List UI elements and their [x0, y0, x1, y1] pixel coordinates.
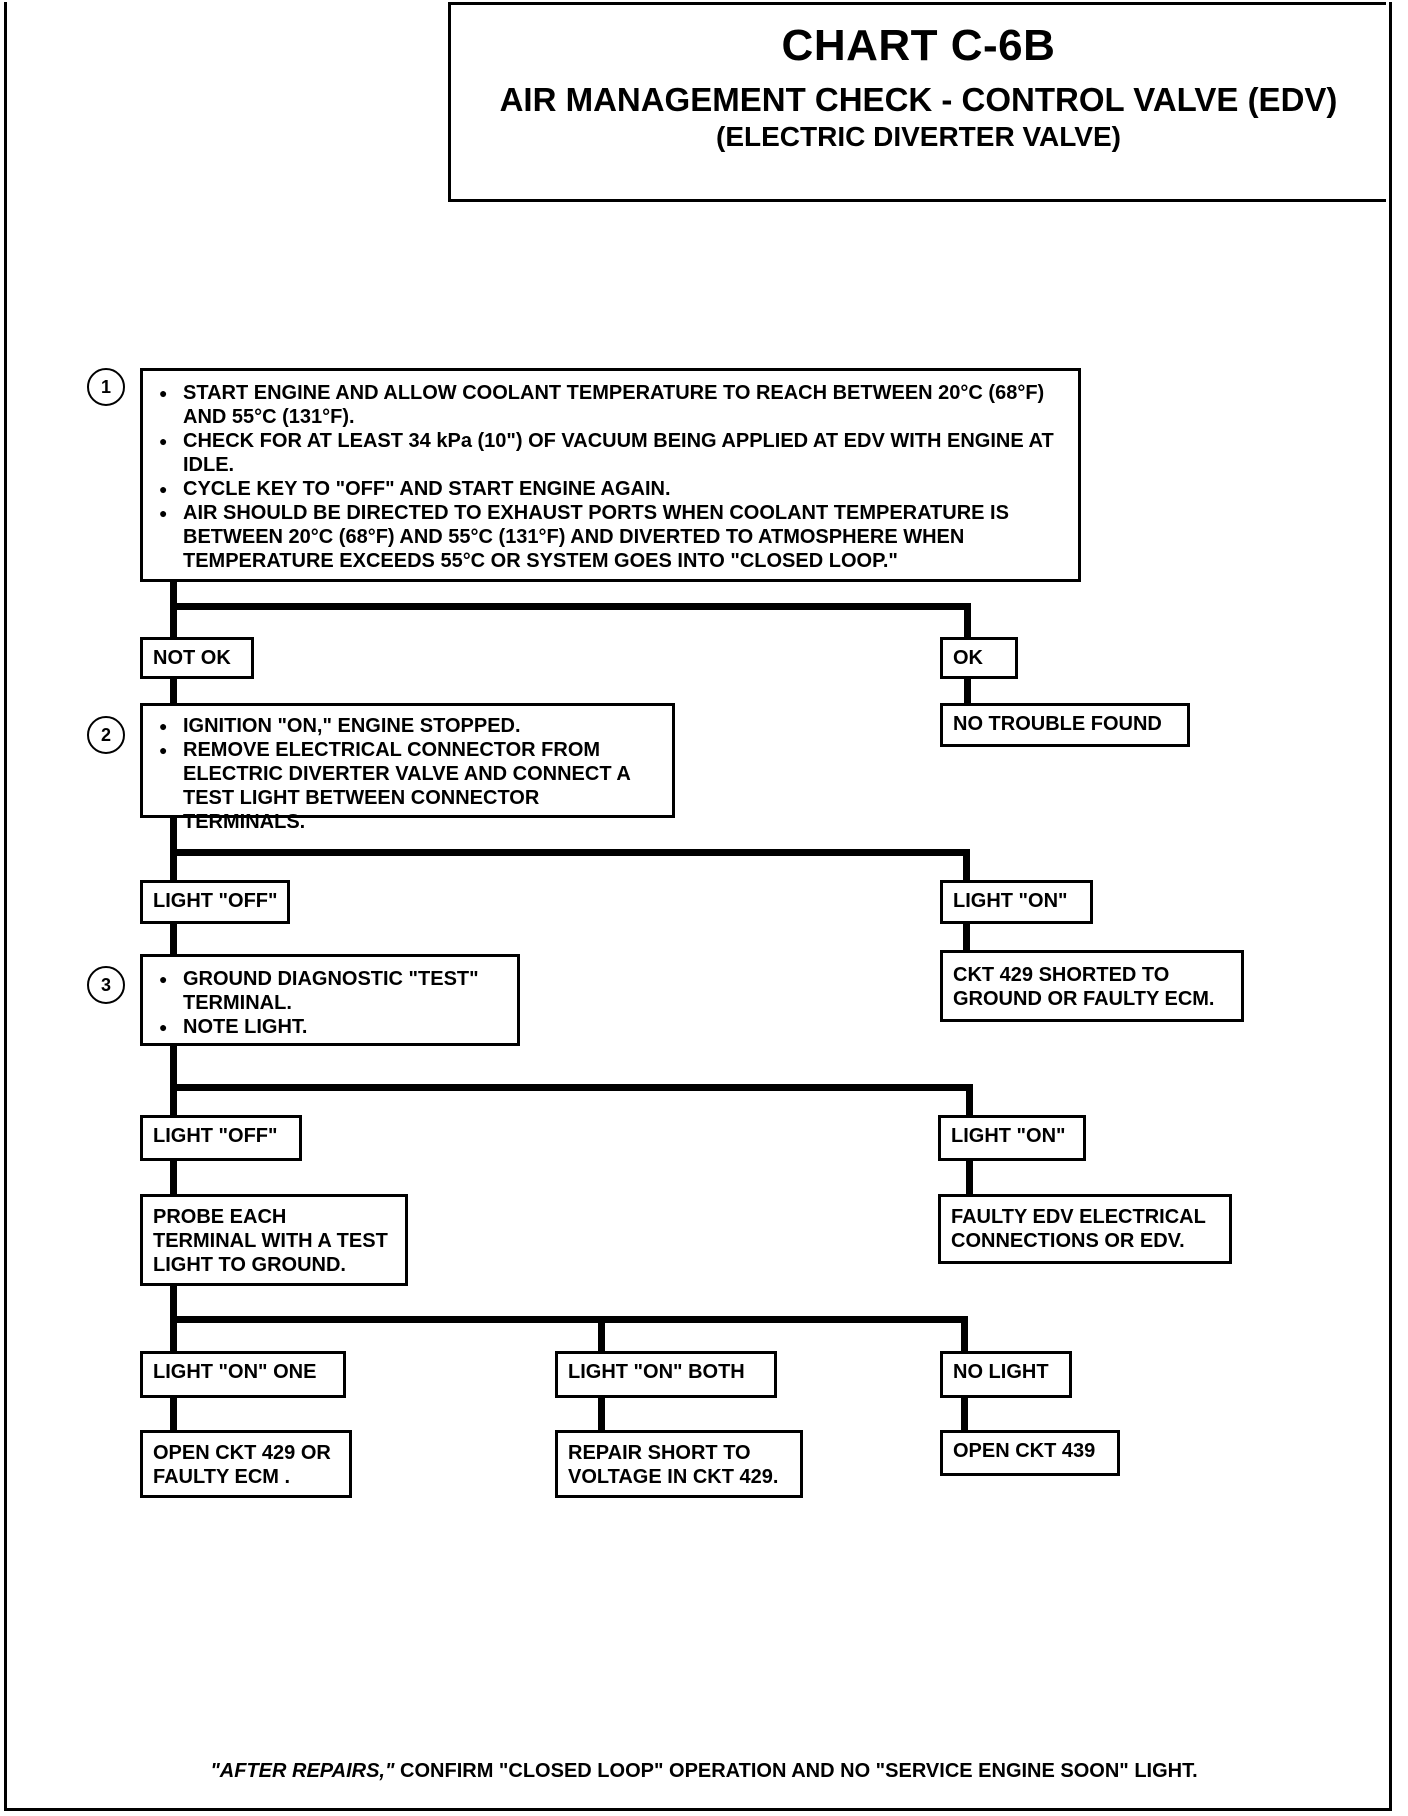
connector — [170, 1160, 177, 1196]
connector — [598, 1396, 605, 1432]
connector — [961, 1316, 968, 1354]
connector — [170, 580, 177, 640]
light-on-label: LIGHT "ON" — [940, 880, 1093, 924]
connector — [170, 676, 177, 706]
ckt429-shorted-result: CKT 429 SHORTED TO GROUND OR FAULTY ECM. — [940, 950, 1244, 1022]
light-off-label: LIGHT "OFF" — [140, 880, 290, 924]
footer-text: CONFIRM "CLOSED LOOP" OPERATION AND NO "… — [394, 1760, 1198, 1782]
step2-item: REMOVE ELECTRICAL CONNECTOR FROM ELECTRI… — [153, 738, 662, 834]
step3-box: GROUND DIAGNOSTIC "TEST" TERMINAL. NOTE … — [140, 954, 520, 1046]
step3-item: GROUND DIAGNOSTIC "TEST" TERMINAL. — [153, 967, 507, 1015]
faulty-edv-result: FAULTY EDV ELECTRICAL CONNECTIONS OR EDV… — [938, 1194, 1232, 1264]
step-number-3: 3 — [87, 966, 125, 1004]
chart-title: AIR MANAGEMENT CHECK - CONTROL VALVE (ED… — [499, 81, 1338, 118]
connector — [961, 1396, 968, 1432]
step1-item: CYCLE KEY TO "OFF" AND START ENGINE AGAI… — [153, 477, 1068, 501]
not-ok-label: NOT OK — [140, 637, 254, 679]
no-light-label: NO LIGHT — [940, 1351, 1072, 1398]
light-on-label-2: LIGHT "ON" — [938, 1115, 1086, 1161]
connector — [170, 1316, 968, 1323]
open-ckt429-result: OPEN CKT 429 OR FAULTY ECM . — [140, 1430, 352, 1498]
probe-terminal-box: PROBE EACH TERMINAL WITH A TEST LIGHT TO… — [140, 1194, 408, 1286]
title-block: CHART C-6B AIR MANAGEMENT CHECK - CONTRO… — [448, 2, 1386, 202]
connector — [170, 922, 177, 956]
repair-short-result: REPAIR SHORT TO VOLTAGE IN CKT 429. — [555, 1430, 803, 1498]
step2-item: IGNITION "ON," ENGINE STOPPED. — [153, 714, 662, 738]
connector — [966, 1158, 973, 1196]
ok-label: OK — [940, 637, 1018, 679]
step-number-2: 2 — [87, 716, 125, 754]
connector — [170, 1044, 177, 1117]
connector — [598, 1316, 605, 1354]
step2-box: IGNITION "ON," ENGINE STOPPED. REMOVE EL… — [140, 703, 675, 833]
chart-number: CHART C-6B — [781, 21, 1056, 70]
connector — [170, 1396, 177, 1432]
connector — [963, 922, 970, 952]
connector — [964, 676, 971, 706]
footer-italic: "AFTER REPAIRS," — [210, 1760, 395, 1782]
step1-box: START ENGINE AND ALLOW COOLANT TEMPERATU… — [140, 368, 1081, 582]
step3-item: NOTE LIGHT. — [153, 1015, 507, 1039]
light-on-both-label: LIGHT "ON" BOTH — [555, 1351, 777, 1398]
footer-note: "AFTER REPAIRS," CONFIRM "CLOSED LOOP" O… — [0, 1760, 1408, 1783]
step1-item: START ENGINE AND ALLOW COOLANT TEMPERATU… — [153, 381, 1068, 429]
connector — [963, 849, 970, 882]
connector — [964, 603, 971, 640]
chart-subtitle: (ELECTRIC DIVERTER VALVE) — [716, 121, 1121, 152]
no-trouble-found: NO TROUBLE FOUND — [940, 703, 1190, 747]
connector — [170, 603, 971, 610]
light-off-label-2: LIGHT "OFF" — [140, 1115, 302, 1161]
step1-item: AIR SHOULD BE DIRECTED TO EXHAUST PORTS … — [153, 501, 1068, 573]
connector — [170, 1084, 973, 1091]
light-on-one-label: LIGHT "ON" ONE — [140, 1351, 346, 1398]
connector — [170, 849, 970, 856]
step-number-1: 1 — [87, 368, 125, 406]
step1-item: CHECK FOR AT LEAST 34 kPa (10") OF VACUU… — [153, 429, 1068, 477]
connector — [966, 1084, 973, 1116]
page-frame — [4, 2, 1392, 1811]
open-ckt439-result: OPEN CKT 439 — [940, 1430, 1120, 1476]
